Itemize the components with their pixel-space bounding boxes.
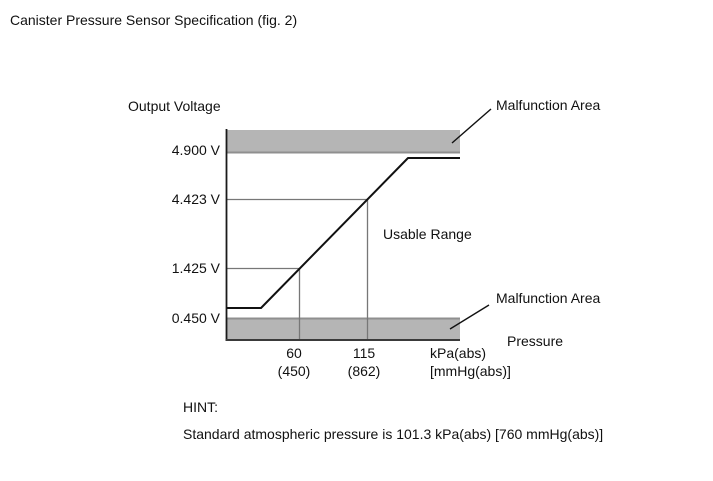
y-tick-label-4423: 4.423 V: [172, 191, 221, 207]
sensor-output-curve: [226, 157, 460, 309]
y-axis-title: Output Voltage: [128, 98, 221, 114]
y-tick-label-4900: 4.900 V: [172, 142, 221, 158]
x-axis-unit-mmhg: [mmHg(abs)]: [430, 363, 511, 379]
usable-range-label: Usable Range: [383, 226, 472, 242]
x-axis-unit-kpa: kPa(abs): [430, 345, 486, 361]
x-tick-sublabel-450: (450): [278, 363, 311, 379]
hint-heading: HINT:: [183, 399, 218, 415]
figure-title: Canister Pressure Sensor Specification (…: [10, 12, 297, 28]
hint-text: Standard atmospheric pressure is 101.3 k…: [183, 426, 603, 442]
malfunction-area-label-bottom: Malfunction Area: [496, 290, 600, 306]
x-tick-label-60: 60: [286, 345, 302, 361]
malfunction-area-label-top: Malfunction Area: [496, 97, 600, 113]
leader-line-top: [451, 108, 492, 144]
x-axis-title: Pressure: [507, 333, 563, 349]
y-tick-label-1425: 1.425 V: [172, 260, 221, 276]
x-tick-sublabel-862: (862): [348, 363, 381, 379]
y-tick-label-0450: 0.450 V: [172, 310, 221, 326]
malfunction-band-bottom: [227, 319, 460, 339]
malfunction-band-top: [227, 130, 460, 152]
leader-line-bottom: [449, 304, 490, 330]
x-tick-label-115: 115: [353, 345, 376, 361]
